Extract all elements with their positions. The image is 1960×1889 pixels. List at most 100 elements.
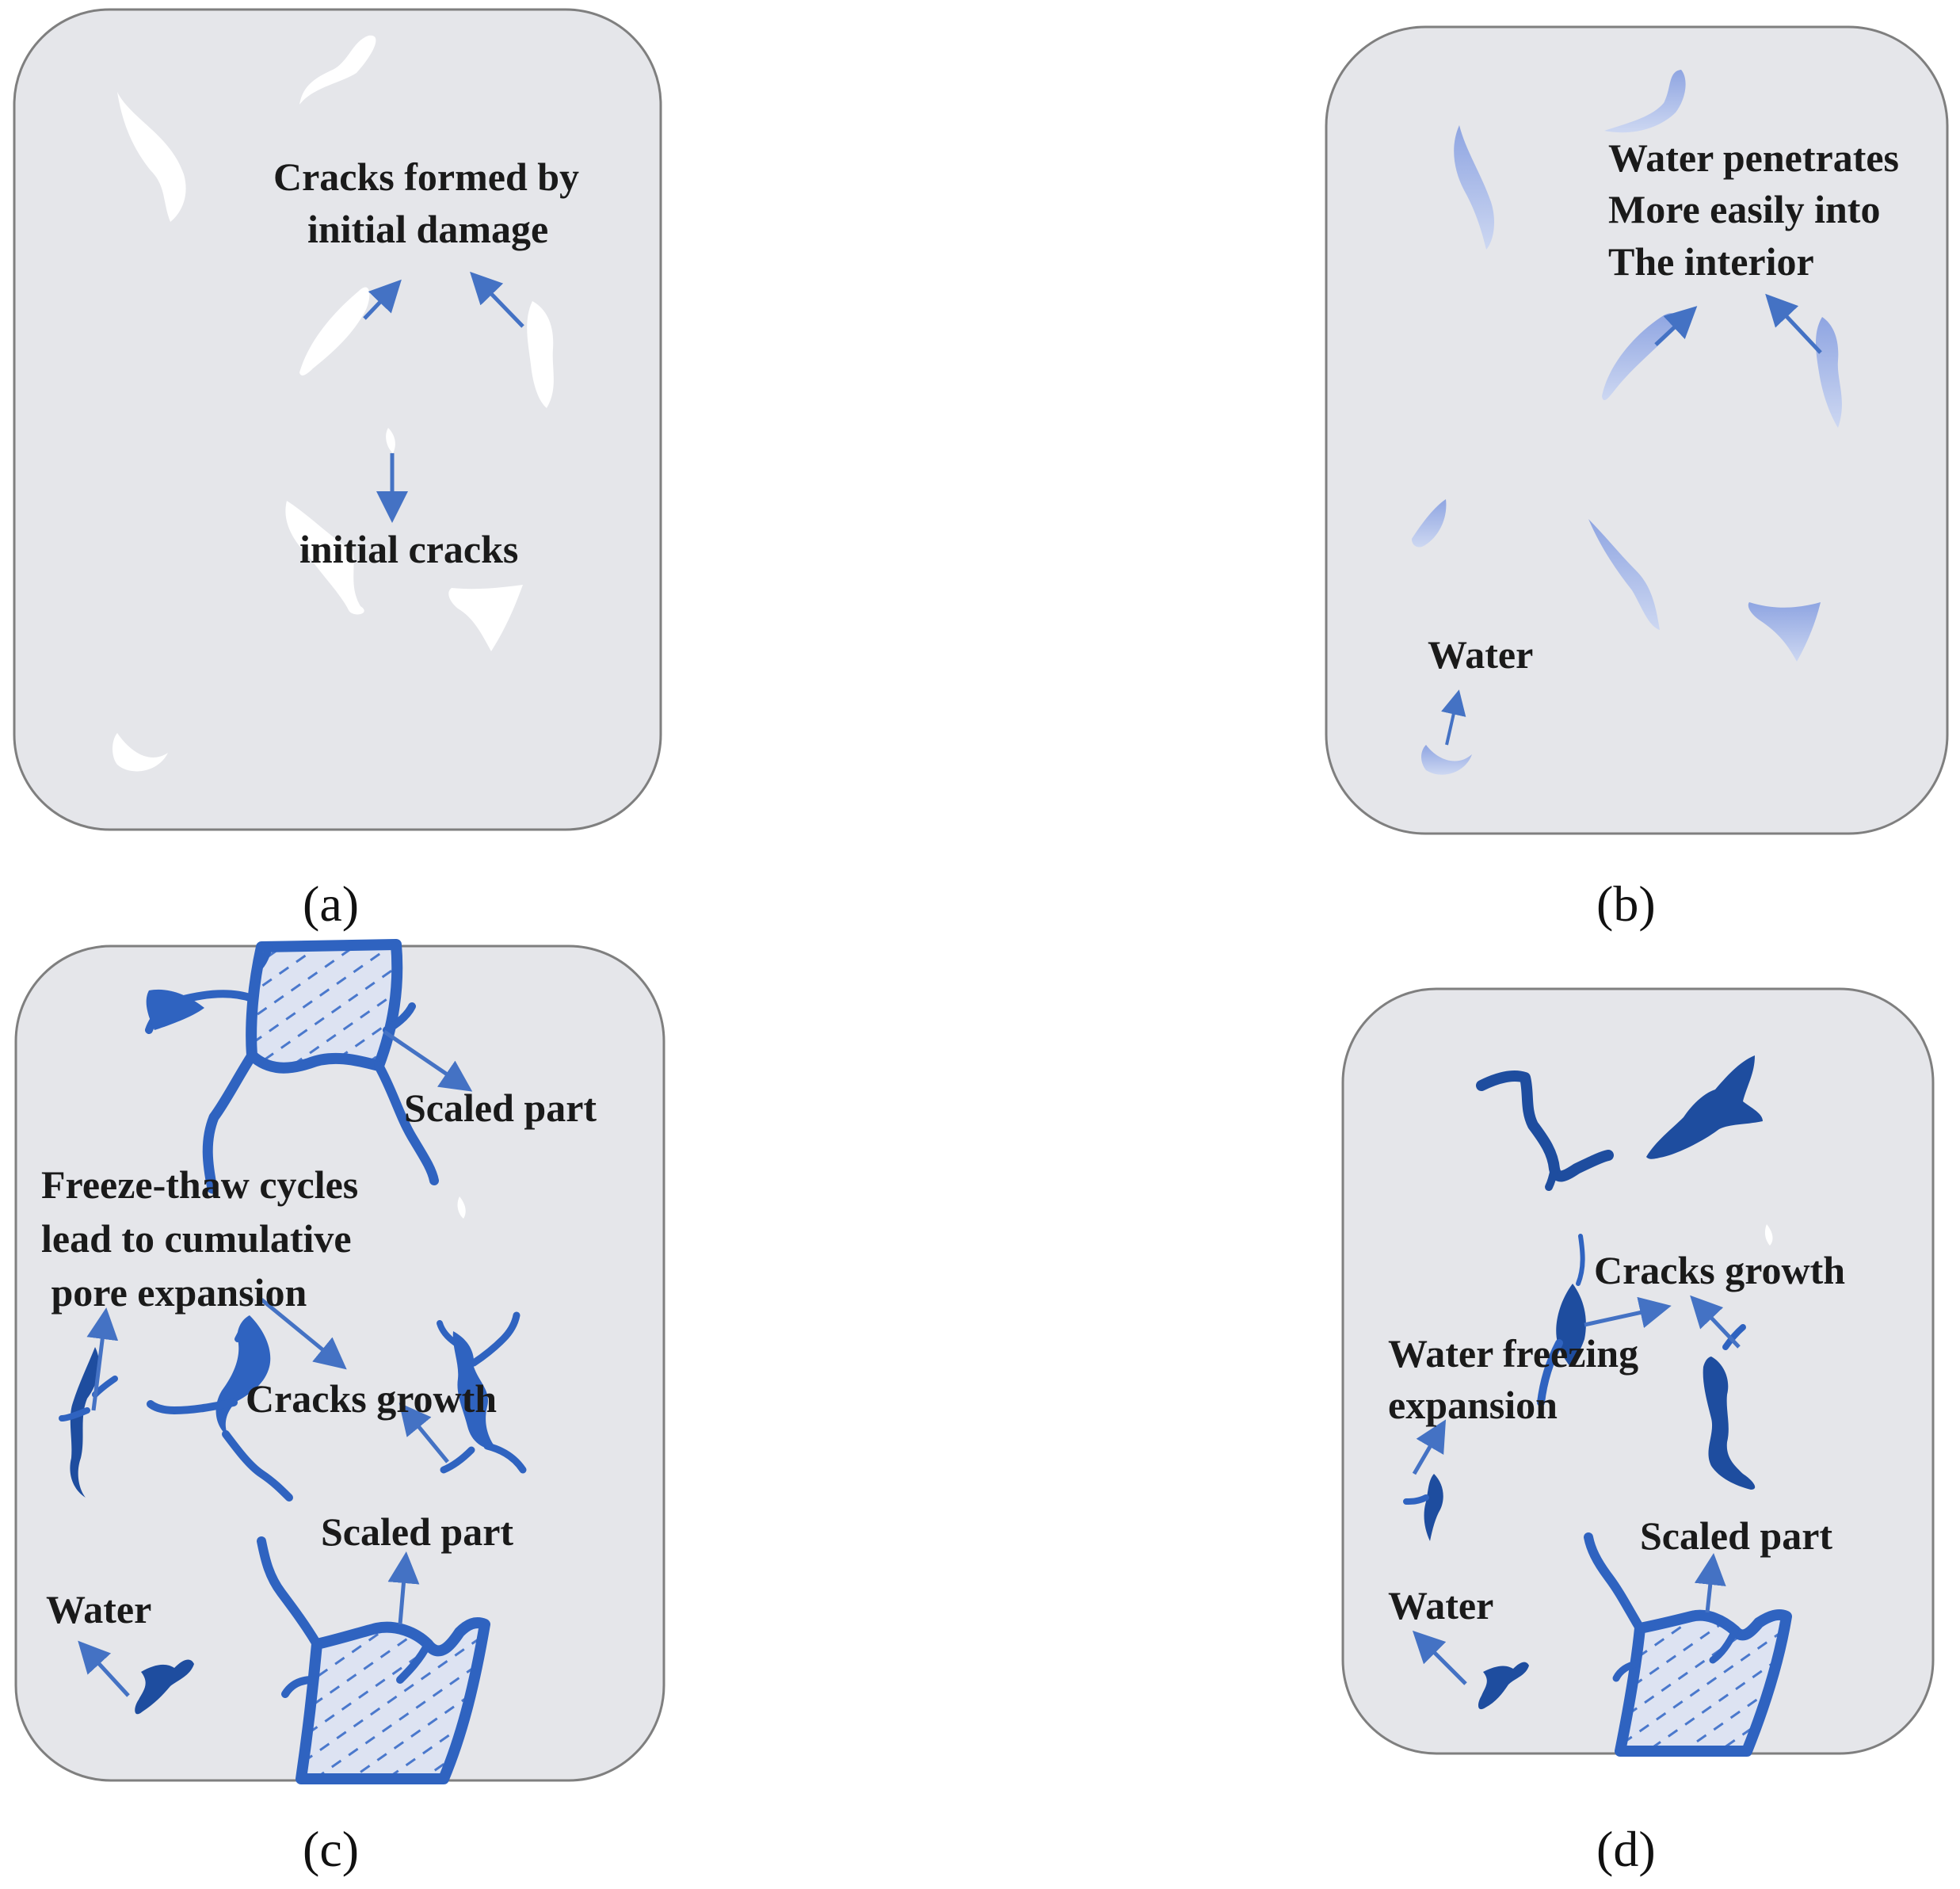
crack-shape-icon	[59, 1407, 90, 1422]
water-drop-icon	[1604, 70, 1686, 133]
caption-d: (d)	[1596, 1821, 1656, 1877]
arrow-icon	[387, 1551, 420, 1625]
label-water: Water	[1428, 632, 1533, 677]
water-drop-icon	[1454, 125, 1495, 250]
arrow-icon	[1654, 306, 1698, 346]
crack-shape-icon	[1424, 1474, 1443, 1541]
label-penetrates-line3: The interior	[1608, 239, 1814, 284]
arrow-icon	[363, 279, 402, 320]
crack-shape-icon	[374, 1061, 439, 1185]
water-drop-icon	[135, 1659, 194, 1715]
panel-d: Cracks growth Water freezing expansion S…	[1341, 987, 1935, 1877]
crack-shape-icon	[527, 301, 554, 408]
caption-b: (b)	[1596, 876, 1656, 932]
panel-b: Water penetrates More easily into The in…	[1325, 25, 1949, 932]
arrow-icon	[78, 1640, 130, 1697]
crack-shape-icon	[222, 1430, 293, 1502]
label-cracks-damage-line2: initial damage	[307, 207, 548, 251]
crack-shape-icon	[1646, 1055, 1763, 1159]
crack-shape-icon	[457, 1196, 466, 1219]
crack-shape-icon	[483, 1442, 527, 1474]
crack-shape-icon	[1722, 1324, 1746, 1350]
hatched-scaled-region-icon	[296, 1617, 490, 1784]
crack-shape-icon	[452, 1331, 498, 1450]
water-drop-icon	[1421, 745, 1472, 775]
label-cracks-growth: Cracks growth	[246, 1376, 497, 1421]
crack-shape-icon	[70, 1347, 100, 1498]
crack-shape-icon	[1703, 1357, 1756, 1490]
crack-shape-icon	[1403, 1494, 1429, 1505]
label-freeze-line3: pore expansion	[41, 1270, 307, 1315]
water-drop-icon	[1588, 519, 1660, 630]
crack-shape-icon	[257, 1536, 322, 1649]
panel-c: Scaled part Freeze-thaw cycles lead to c…	[14, 939, 665, 1877]
arrow-icon	[383, 1029, 473, 1092]
label-cracks-damage-line1: Cracks formed by	[273, 155, 579, 199]
arrow-icon	[398, 1402, 449, 1463]
label-penetrates-line2: More easily into	[1608, 187, 1880, 231]
label-scaled-part: Scaled part	[1640, 1513, 1832, 1558]
crack-shape-icon	[215, 1315, 271, 1438]
crack-shape-icon	[147, 1399, 238, 1415]
water-drop-icon	[1748, 602, 1821, 662]
crack-shape-icon	[1709, 1627, 1739, 1664]
crack-shape-icon	[1476, 1070, 1614, 1182]
crack-shape-icon	[1764, 1224, 1773, 1246]
crack-shape-icon	[112, 733, 168, 772]
arrow-icon	[1694, 1553, 1726, 1613]
arrow-icon	[1765, 293, 1822, 354]
crack-shape-icon	[470, 1311, 521, 1367]
crack-shape-icon	[281, 1676, 317, 1698]
arrow-icon	[1412, 1419, 1447, 1475]
crack-shape-icon	[1584, 1532, 1645, 1633]
crack-shape-icon	[202, 1050, 257, 1194]
crack-shape-icon	[285, 501, 364, 615]
panel-a: Cracks formed by initial damage initial …	[13, 8, 662, 932]
crack-shape-icon	[146, 989, 204, 1030]
crack-shape-icon	[117, 92, 186, 222]
water-drop-icon	[1816, 317, 1842, 428]
crack-shape-icon	[1556, 1284, 1586, 1367]
label-penetrates-line1: Water penetrates	[1608, 135, 1899, 180]
crack-shape-icon	[396, 1640, 432, 1684]
label-freezing-line1: Water freezing	[1388, 1331, 1638, 1376]
arrow-icon	[1412, 1630, 1467, 1685]
label-freezing-line2: expansion	[1388, 1383, 1558, 1427]
crack-shape-icon	[448, 585, 523, 651]
arrow-icon	[86, 1307, 119, 1411]
water-drop-icon	[1602, 313, 1679, 401]
label-cracks-growth: Cracks growth	[1594, 1248, 1845, 1292]
crack-shape-icon	[1545, 1165, 1558, 1191]
label-freeze-line2: lead to cumulative	[41, 1216, 352, 1261]
label-freeze-line1: Freeze-thaw cycles	[41, 1162, 358, 1207]
caption-c: (c)	[303, 1821, 359, 1877]
water-drop-icon	[1478, 1662, 1529, 1710]
arrow-icon	[1441, 689, 1466, 746]
hatched-scaled-region-icon	[1615, 1609, 1792, 1757]
crack-shape-icon	[235, 1320, 250, 1342]
arrow-icon	[260, 1298, 347, 1370]
arrow-icon	[1584, 1296, 1672, 1328]
arrow-icon	[1690, 1295, 1741, 1349]
crack-shape-icon	[437, 1320, 459, 1346]
crack-shape-icon	[440, 1446, 475, 1474]
crack-shape-icon	[251, 943, 273, 975]
label-water: Water	[1388, 1583, 1493, 1628]
crack-shape-icon	[386, 428, 395, 453]
label-water: Water	[46, 1587, 151, 1631]
label-initial-cracks: initial cracks	[299, 527, 518, 571]
panel-a-box	[13, 8, 662, 831]
water-drop-icon	[1412, 499, 1447, 548]
crack-shape-icon	[1612, 1660, 1640, 1682]
label-scaled-part-top: Scaled part	[404, 1086, 597, 1130]
arrow-icon	[470, 271, 524, 328]
hatched-scaled-region-icon	[246, 939, 403, 1074]
caption-a: (a)	[303, 876, 359, 932]
crack-shape-icon	[299, 35, 376, 105]
crack-shape-icon	[299, 287, 370, 376]
label-scaled-part-bottom: Scaled part	[321, 1509, 513, 1554]
crack-shape-icon	[1537, 1339, 1563, 1406]
crack-shape-icon	[1576, 1234, 1585, 1286]
crack-shape-icon	[383, 1002, 416, 1034]
